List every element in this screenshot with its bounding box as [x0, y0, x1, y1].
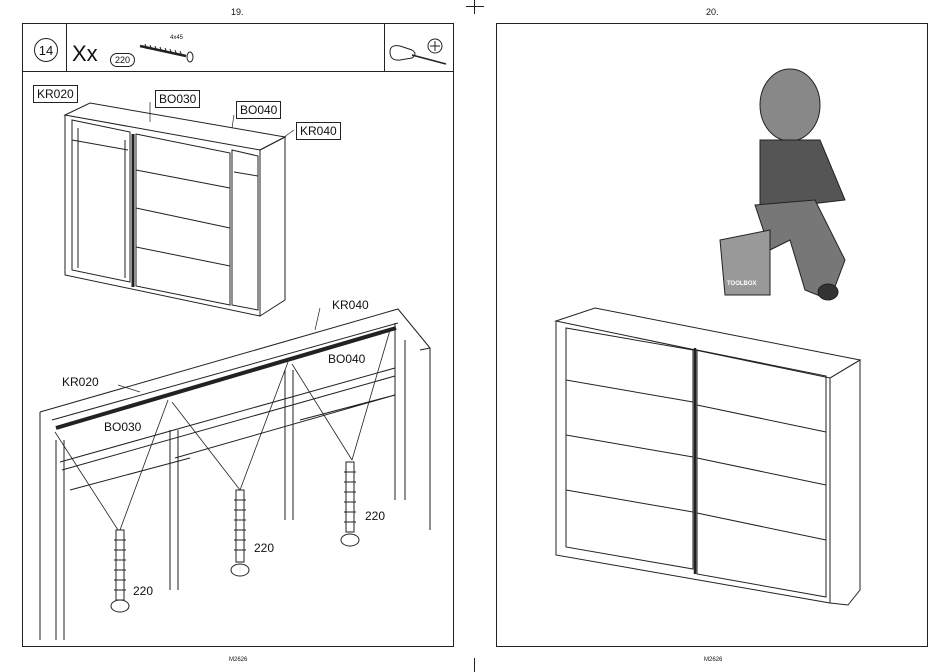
finished-wardrobe-drawing	[556, 308, 860, 605]
screw-detail-3	[341, 462, 359, 546]
screw-detail-1	[111, 530, 129, 612]
mascot-figure	[720, 69, 845, 300]
crosshead-icon	[428, 39, 442, 53]
screw-detail-2	[231, 490, 249, 576]
toolbox-text: TOOLBOX	[727, 281, 757, 287]
screw-icon	[140, 44, 193, 62]
screwdriver-icon	[390, 46, 446, 64]
wardrobe-drawing	[65, 103, 285, 316]
rail-detail-drawing	[40, 102, 430, 640]
